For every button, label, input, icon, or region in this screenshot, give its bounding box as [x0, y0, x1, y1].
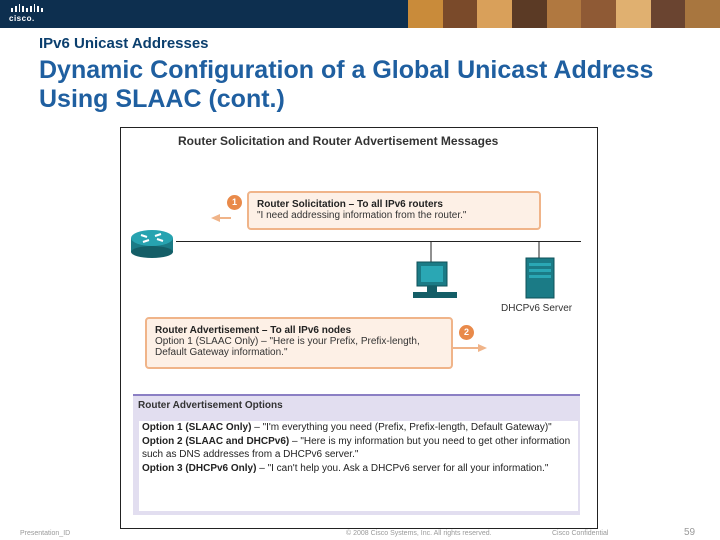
option-3-label: Option 3 (DHCPv6 Only) [142, 462, 257, 474]
cisco-logo-text: cisco. [9, 14, 35, 23]
option-item-1: Option 1 (SLAAC Only) – "I'm everything … [139, 421, 578, 435]
router-solicitation-callout: Router Solicitation – To all IPv6 router… [247, 191, 541, 230]
router-solicitation-text: "I need addressing information from the … [257, 210, 467, 221]
advertisement-arrow-icon [453, 344, 487, 352]
option-2-text: – "Here is my information but you need t… [142, 435, 571, 461]
step-2-badge: 2 [458, 324, 475, 341]
section-subtitle: IPv6 Unicast Addresses [39, 35, 209, 52]
router-advertisement-text: Option 1 (SLAAC Only) – "Here is your Pr… [155, 336, 420, 358]
footer-confidential: Cisco Confidential [552, 530, 609, 537]
router-icon [131, 230, 173, 258]
option-1-label: Option 1 (SLAAC Only) [142, 422, 252, 433]
footer-copyright: © 2008 Cisco Systems, Inc. All rights re… [346, 530, 492, 537]
dhcpv6-server-label: DHCPv6 Server [501, 303, 573, 314]
header-bar: cisco. [0, 0, 720, 28]
cisco-logo-bars-icon [11, 4, 44, 12]
dhcpv6-server-icon [525, 257, 555, 299]
slide-title: Dynamic Configuration of a Global Unicas… [39, 56, 654, 113]
option-3-text: – "I can't help you. Ask a DHCPv6 server… [256, 462, 549, 474]
options-list: Option 1 (SLAAC Only) – "I'm everything … [139, 421, 578, 511]
cisco-logo: cisco. [9, 4, 44, 24]
page-number: 59 [684, 527, 696, 538]
options-title: Router Advertisement Options [138, 400, 283, 411]
pc-icon [413, 261, 457, 298]
router-advertisement-options: Router Advertisement Options Option 1 (S… [133, 394, 580, 515]
option-item-3: Option 3 (DHCPv6 Only) – "I can't help y… [139, 462, 578, 476]
router-solicitation-heading: Router Solicitation – To all IPv6 router… [257, 199, 443, 210]
router-advertisement-heading: Router Advertisement – To all IPv6 nodes [155, 325, 352, 336]
option-1-text: – "I'm everything you need (Prefix, Pref… [251, 422, 552, 433]
footer-presentation-id: Presentation_ID [20, 530, 71, 537]
solicitation-arrow-icon [211, 214, 231, 222]
option-2-label: Option 2 (SLAAC and DHCPv6) [142, 435, 290, 447]
step-1-badge: 1 [226, 194, 243, 211]
header-photo-strip [408, 0, 720, 28]
option-item-2: Option 2 (SLAAC and DHCPv6) – "Here is m… [139, 435, 578, 462]
figure-title: Router Solicitation and Router Advertise… [178, 134, 499, 148]
figure-panel: Router Solicitation and Router Advertise… [120, 127, 598, 529]
router-advertisement-callout: Router Advertisement – To all IPv6 nodes… [145, 317, 453, 369]
network-wire [176, 241, 581, 242]
